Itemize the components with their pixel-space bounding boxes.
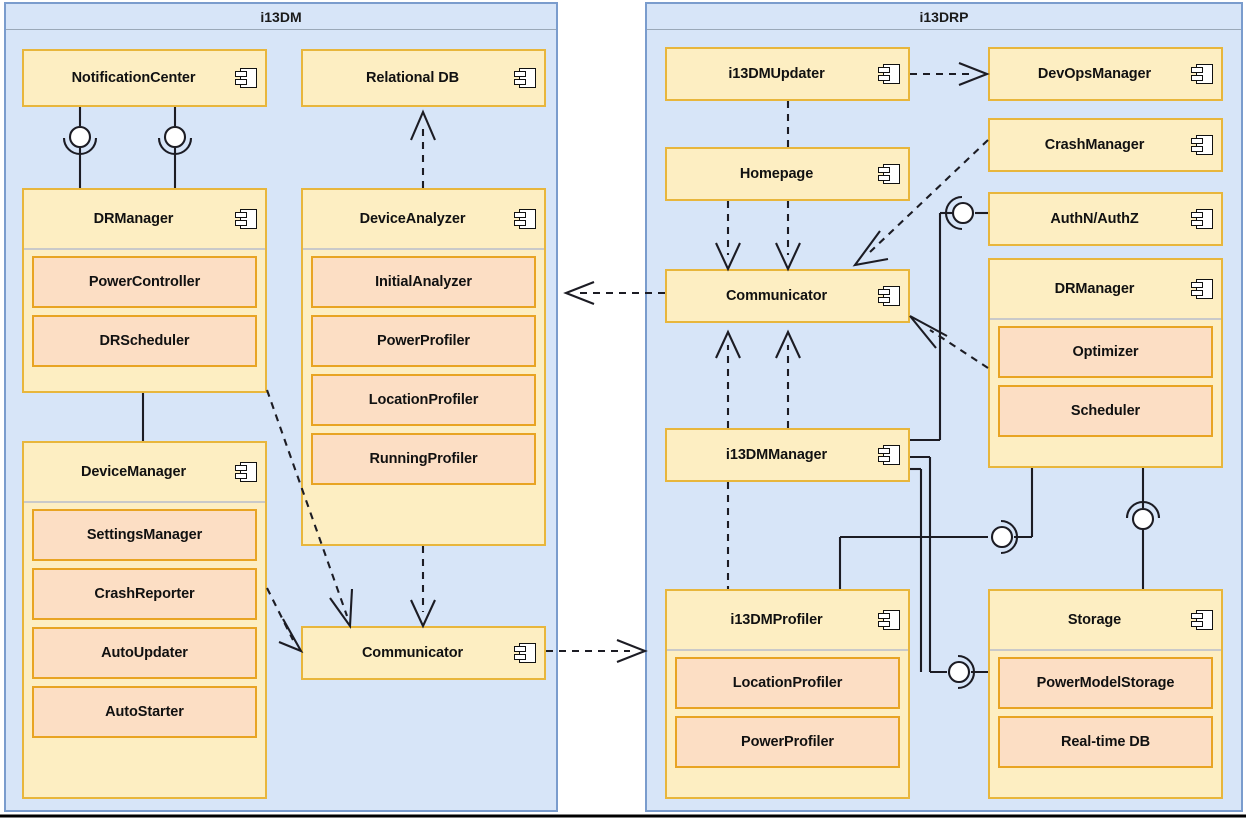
subcomponent-label: RunningProfiler (369, 451, 478, 467)
component-label: Relational DB (366, 70, 459, 86)
component-label: i13DMManager (725, 447, 828, 463)
subcomponent-realtime-db[interactable]: Real-time DB (998, 716, 1213, 768)
subcomponent-powerprofiler[interactable]: PowerProfiler (311, 315, 536, 367)
uml-component-icon (878, 286, 900, 306)
uml-component-icon (878, 610, 900, 630)
subcomponent-label: CrashReporter (94, 586, 195, 602)
subcomponent-autostarter[interactable]: AutoStarter (32, 686, 257, 738)
subcomponent-label: PowerController (88, 274, 201, 290)
component-crashmanager[interactable]: CrashManager (988, 118, 1223, 172)
subcomponent-label: Real-time DB (1060, 734, 1151, 750)
uml-component-icon (514, 68, 536, 88)
connector-dm-communicator-to-drp (546, 639, 648, 663)
component-label: Communicator (361, 645, 464, 661)
subcomponent-label: PowerModelStorage (1036, 675, 1175, 691)
subcomponent-label: PowerProfiler (741, 734, 834, 750)
subcomponent-powercontroller[interactable]: PowerController (32, 256, 257, 308)
component-relational-db[interactable]: Relational DB (301, 49, 546, 107)
uml-component-icon (514, 643, 536, 663)
panel-title-i13drp: i13DRP (647, 4, 1241, 30)
subcomponent-optimizer[interactable]: Optimizer (998, 326, 1213, 378)
subcomponent-label: Optimizer (1072, 344, 1139, 360)
component-label: i13DMUpdater (728, 66, 825, 82)
uml-component-icon (514, 209, 536, 229)
subcomponent-label: AutoUpdater (101, 645, 188, 661)
subcomponent-settingsmanager[interactable]: SettingsManager (32, 509, 257, 561)
subcomponent-autoupdater[interactable]: AutoUpdater (32, 627, 257, 679)
component-drmanager-drp[interactable]: DRManager Optimizer Scheduler (988, 258, 1223, 468)
subcomponent-label: DRScheduler (99, 333, 190, 349)
component-label: DRManager (1054, 281, 1135, 297)
subcomponent-scheduler[interactable]: Scheduler (998, 385, 1213, 437)
component-label: DRManager (93, 211, 174, 227)
component-label: DevOpsManager (1037, 66, 1152, 82)
uml-component-icon (1191, 135, 1213, 155)
component-i13dmmanager[interactable]: i13DMManager (665, 428, 910, 482)
uml-component-icon (1191, 610, 1213, 630)
subcomponent-label: Scheduler (1070, 403, 1141, 419)
component-label: DeviceAnalyzer (359, 211, 466, 227)
subcomponent-label: LocationProfiler (732, 675, 843, 691)
subcomponent-locationprofiler[interactable]: LocationProfiler (311, 374, 536, 426)
component-homepage[interactable]: Homepage (665, 147, 910, 201)
component-label: DeviceManager (80, 464, 187, 480)
component-label: Communicator (725, 288, 828, 304)
component-communicator-drp[interactable]: Communicator (665, 269, 910, 323)
component-notificationcenter[interactable]: NotificationCenter (22, 49, 267, 107)
subcomponent-label: AutoStarter (105, 704, 184, 720)
component-label: Homepage (739, 166, 814, 182)
uml-component-icon (235, 462, 257, 482)
uml-component-icon (1191, 64, 1213, 84)
component-devicemanager[interactable]: DeviceManager SettingsManager CrashRepor… (22, 441, 267, 799)
component-communicator-dm[interactable]: Communicator (301, 626, 546, 680)
component-i13dmupdater[interactable]: i13DMUpdater (665, 47, 910, 101)
component-label: i13DMProfiler (730, 612, 823, 628)
uml-component-icon (1191, 209, 1213, 229)
component-label: Storage (1067, 612, 1122, 628)
subcomponent-label: LocationProfiler (368, 392, 479, 408)
subcomponent-crashreporter[interactable]: CrashReporter (32, 568, 257, 620)
component-devopsmanager[interactable]: DevOpsManager (988, 47, 1223, 101)
component-drmanager-dm[interactable]: DRManager PowerController DRScheduler (22, 188, 267, 393)
component-label: CrashManager (1044, 137, 1145, 153)
uml-component-icon (878, 64, 900, 84)
subcomponent-locationprofiler[interactable]: LocationProfiler (675, 657, 900, 709)
uml-component-icon (235, 209, 257, 229)
subcomponent-label: SettingsManager (86, 527, 203, 543)
component-deviceanalyzer[interactable]: DeviceAnalyzer InitialAnalyzer PowerProf… (301, 188, 546, 546)
uml-component-icon (878, 445, 900, 465)
subcomponent-drscheduler[interactable]: DRScheduler (32, 315, 257, 367)
subcomponent-runningprofiler[interactable]: RunningProfiler (311, 433, 536, 485)
subcomponent-initialanalyzer[interactable]: InitialAnalyzer (311, 256, 536, 308)
component-authn-authz[interactable]: AuthN/AuthZ (988, 192, 1223, 246)
component-label: NotificationCenter (71, 70, 196, 86)
subcomponent-powermodelstorage[interactable]: PowerModelStorage (998, 657, 1213, 709)
subcomponent-label: PowerProfiler (377, 333, 470, 349)
component-i13dmprofiler[interactable]: i13DMProfiler LocationProfiler PowerProf… (665, 589, 910, 799)
component-storage[interactable]: Storage PowerModelStorage Real-time DB (988, 589, 1223, 799)
uml-component-icon (878, 164, 900, 184)
component-label: AuthN/AuthZ (1050, 211, 1139, 227)
subcomponent-label: InitialAnalyzer (375, 274, 472, 290)
uml-component-icon (235, 68, 257, 88)
subcomponent-powerprofiler[interactable]: PowerProfiler (675, 716, 900, 768)
panel-title-i13dm: i13DM (6, 4, 556, 30)
uml-component-icon (1191, 279, 1213, 299)
